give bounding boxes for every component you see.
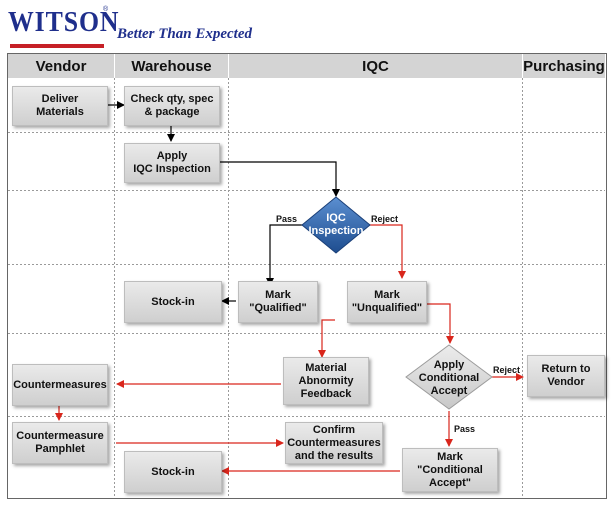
node-material-abnormity-feedback: Material Abnormity Feedback [283, 357, 369, 405]
arrow-pass-to-qualified [266, 224, 303, 286]
lane-dividers [114, 78, 523, 496]
apply-conditional-diamond [405, 344, 493, 410]
logo-underline [10, 44, 104, 48]
logo-text: WITSON [8, 7, 120, 38]
node-stock-in-2: Stock-in [124, 451, 222, 493]
iqc-inspection-diamond [301, 196, 371, 254]
edge-label-pass-1: Pass [276, 214, 298, 224]
node-apply-iqc: Apply IQC Inspection [124, 143, 220, 183]
arrow-reject-to-unqualified [369, 224, 406, 279]
node-confirm-countermeasures: Confirm Countermeasures and the results [285, 422, 383, 464]
lane-header-warehouse: Warehouse [115, 54, 229, 78]
registered-mark-icon: ® [103, 6, 109, 13]
tagline: Better Than Expected [117, 26, 252, 42]
lane-header-iqc: IQC [229, 54, 523, 78]
row-dividers [8, 132, 605, 417]
edge-label-reject-2: Reject [493, 365, 521, 375]
node-countermeasure-pamphlet: Countermeasure Pamphlet [12, 422, 108, 464]
edge-label-reject-1: Reject [371, 214, 399, 224]
node-return-to-vendor: Return to Vendor [527, 355, 605, 397]
node-check-qty: Check qty, spec & package [124, 86, 220, 126]
lane-header-purchasing: Purchasing [523, 54, 605, 78]
node-mark-unqualified: Mark "Unqualified" [347, 281, 427, 323]
iqc-inspection-label: IQC Inspection [308, 212, 364, 237]
node-mark-conditional-accept: Mark "Conditional Accept" [402, 448, 498, 492]
node-stock-in-1: Stock-in [124, 281, 222, 323]
node-mark-qualified: Mark "Qualified" [238, 281, 318, 323]
arrow-apply-to-inspection [219, 161, 340, 197]
arrow-unqualified-to-conditional [424, 303, 454, 344]
node-countermeasures: Countermeasures [12, 364, 108, 406]
witson-logo: WITSON ® [8, 4, 119, 48]
node-deliver-materials: Deliver Materials [12, 86, 108, 126]
lane-header-vendor: Vendor [8, 54, 115, 78]
arrow-unqualified-to-feedback [318, 319, 335, 358]
edge-label-pass-2: Pass [454, 424, 476, 434]
apply-conditional-label: Apply Conditional Accept [418, 358, 480, 397]
